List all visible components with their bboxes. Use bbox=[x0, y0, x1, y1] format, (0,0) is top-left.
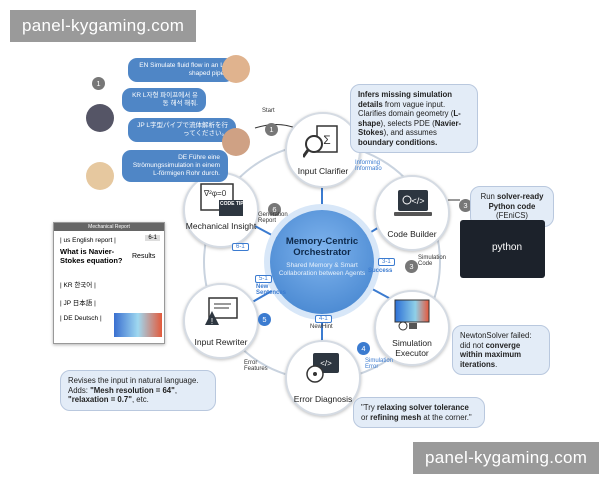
edge-new-hint: NewHint bbox=[310, 324, 333, 330]
edge-sim-code: Simulation Code bbox=[418, 255, 447, 267]
clarifier-text3: ), and assumes bbox=[383, 128, 437, 137]
edge-start: Start bbox=[262, 108, 275, 114]
badge-1: 1 bbox=[265, 123, 278, 136]
svg-text:!: ! bbox=[211, 317, 213, 326]
avatar-user-1 bbox=[222, 55, 250, 83]
monitor-simulation-icon bbox=[394, 299, 430, 331]
input-clarifier-label: Input Clarifier bbox=[297, 166, 349, 176]
error-diagnosis-node: </> Error Diagnosis bbox=[285, 340, 361, 416]
rewrite-end: , etc. bbox=[131, 395, 149, 404]
edge-sim-error: Simulation Error bbox=[365, 358, 394, 370]
avatar-user-3 bbox=[222, 128, 250, 156]
diag-b1: relaxing solver tolerance bbox=[376, 403, 469, 412]
edge-generation-report: Generation Report bbox=[258, 212, 288, 224]
input-rewriter-node: ! Input Rewriter bbox=[183, 283, 259, 359]
python-code-window: python bbox=[460, 220, 545, 278]
input-clarifier-node: Σ Input Clarifier bbox=[285, 112, 361, 188]
report-line-en: | us English report | bbox=[60, 237, 116, 244]
rewrite-b1: "Mesh resolution = 64" bbox=[90, 385, 175, 395]
fail-bold: converge within maximum iterations bbox=[460, 340, 522, 369]
python-logo-text: python bbox=[492, 242, 523, 253]
card-clarifier: Infers missing simulation details from v… bbox=[350, 84, 478, 153]
watermark-top: panel-kygaming.com bbox=[10, 10, 197, 42]
error-diagnosis-label: Error Diagnosis bbox=[293, 394, 353, 404]
edge-error-features: Error Features bbox=[244, 360, 268, 372]
mini-badge-4-1: 4-1 bbox=[315, 315, 332, 323]
simulation-executor-node: Simulation Executor bbox=[374, 290, 450, 366]
formula-board-icon: ∇²φ=0 bbox=[200, 183, 243, 216]
svg-text:</>: </> bbox=[411, 196, 424, 206]
svg-text:∇²φ=0: ∇²φ=0 bbox=[203, 189, 227, 198]
watermark-bottom: panel-kygaming.com bbox=[413, 442, 600, 474]
report-tab: 6-1 bbox=[145, 235, 160, 241]
run-pre: Run bbox=[480, 192, 498, 201]
badge-6: 6 bbox=[268, 203, 281, 216]
diag-b2: refining mesh bbox=[370, 412, 422, 422]
fail-pre: NewtonSolver failed: did not bbox=[460, 331, 532, 350]
bubble-de: DE Führe eine Strömungssimulation in ein… bbox=[122, 150, 228, 182]
report-line-kr: | KR 한국어 | bbox=[60, 282, 96, 289]
badge-4: 4 bbox=[357, 342, 370, 355]
card-rewrite: Revises the input in natural language. A… bbox=[60, 370, 216, 411]
mechanical-insight-node: ∇²φ=0 CODE TIPS Mechanical Insight bbox=[183, 172, 259, 248]
clarifier-ns: Navier-Stokes bbox=[358, 118, 462, 138]
report-window: Mechanical Report | us English report | … bbox=[53, 222, 165, 344]
badge-5: 5 bbox=[258, 313, 271, 326]
orchestrator-title: Memory-Centric Orchestrator bbox=[285, 236, 359, 258]
code-builder-node: </> Code Builder bbox=[374, 175, 450, 251]
diag-mid: or bbox=[361, 412, 371, 422]
mini-badge-3-1: 3-1 bbox=[378, 258, 395, 266]
avatar-user-4 bbox=[86, 162, 114, 190]
report-line-de: | DE Deutsch | bbox=[60, 315, 102, 322]
magnifier-document-icon: Σ bbox=[303, 125, 338, 158]
report-header: Mechanical Report bbox=[54, 223, 164, 231]
error-code-icon: </> bbox=[306, 353, 339, 383]
card-diagnosis: "Try relaxing solver tolerance or refini… bbox=[353, 397, 485, 428]
bubble-en: EN Simulate fluid flow in an L-shaped pi… bbox=[128, 58, 234, 82]
code-tips-label: CODE TIPS bbox=[220, 201, 247, 207]
svg-text:</>: </> bbox=[320, 359, 332, 368]
diag-pre: "Try bbox=[361, 403, 377, 412]
input-rewriter-label: Input Rewriter bbox=[194, 337, 248, 347]
orchestrator-subtitle: Shared Memory & Smart Collaboration betw… bbox=[278, 262, 366, 277]
simulation-executor-label: Simulation Executor bbox=[392, 338, 432, 358]
mechanical-insight-label: Mechanical Insight bbox=[185, 221, 257, 231]
edge-new-sentences: New Sentences bbox=[256, 284, 287, 296]
run-fenics: (FEniCS) bbox=[495, 211, 529, 220]
clarifier-bc: boundary conditions. bbox=[358, 137, 438, 147]
edge-informing: Informing Informatio bbox=[355, 160, 382, 172]
rewrite-pre: Revises the input in natural language. A… bbox=[68, 376, 199, 395]
rewrite-b2: "relaxation = 0.7" bbox=[68, 395, 132, 404]
card-solver-fail: NewtonSolver failed: did not converge wi… bbox=[452, 325, 550, 375]
clarifier-pre: Infers missing simulation details bbox=[358, 90, 453, 109]
bubble-kr: KR L자형 파이프에서 유동 해석 해줘. bbox=[122, 88, 206, 112]
report-line-jp: | JP 日本語 | bbox=[60, 300, 96, 307]
laptop-code-icon: </> bbox=[394, 190, 432, 216]
warning-monitor-icon: ! bbox=[205, 297, 238, 326]
clarifier-lshape: L-shape bbox=[358, 109, 461, 128]
badge-1b: 1 bbox=[92, 77, 105, 90]
avatar-user-2 bbox=[86, 104, 114, 132]
report-flow-image bbox=[114, 313, 162, 337]
clarifier-text1: from vague input. Clarifies domain geome… bbox=[358, 99, 454, 119]
report-results: Results bbox=[132, 253, 156, 260]
code-builder-label: Code Builder bbox=[387, 229, 437, 239]
svg-text:Σ: Σ bbox=[323, 133, 330, 147]
bubble-jp: JP L字型パイプで流体解析を行ってください。 bbox=[128, 118, 236, 142]
clarifier-text2: ), selects PDE ( bbox=[380, 118, 435, 128]
card-run: Run solver-ready Python code (FEniCS) bbox=[470, 186, 554, 227]
orchestrator-node: Memory-Centric Orchestrator Shared Memor… bbox=[270, 210, 374, 314]
edge-success: Success bbox=[368, 268, 393, 274]
run-bold: solver-ready Python code bbox=[488, 192, 544, 211]
fail-end: . bbox=[495, 359, 498, 369]
badge-3b: 3 bbox=[459, 199, 472, 212]
mini-badge-6-1: 6-1 bbox=[232, 243, 249, 251]
report-question: What is Navier-Stokes equation? bbox=[60, 247, 123, 265]
diag-end: at the corner." bbox=[421, 412, 472, 422]
badge-3: 3 bbox=[405, 260, 418, 273]
mini-badge-5-1: 5-1 bbox=[255, 275, 272, 283]
